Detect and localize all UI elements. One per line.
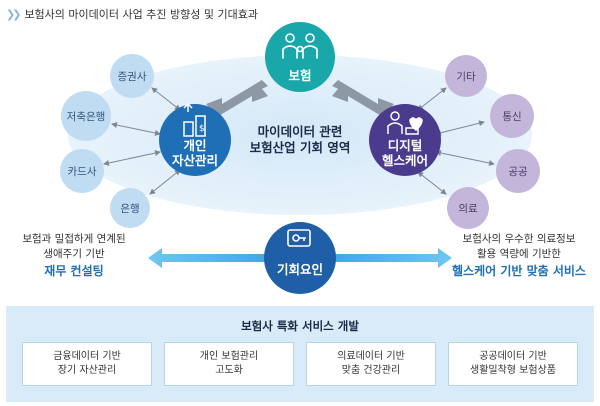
service-box-public: 공공데이터 기반 생활밀착형 보험상품 (448, 342, 578, 386)
node-securities-label: 증권사 (117, 71, 147, 83)
node-telecom (490, 94, 534, 138)
node-card-label: 카드사 (67, 166, 97, 178)
svg-text:$: $ (199, 124, 205, 134)
factor-circle (264, 222, 336, 294)
left-description-line2: 생애주기 기반 (43, 248, 105, 260)
insurance-circle (265, 22, 335, 92)
center-title-line1: 마이데이터 관련 (257, 124, 343, 139)
service-panel: 보험사 특화 서비스 개발 금융데이터 기반 장기 자산관리 개인 보험관리 고… (6, 306, 594, 402)
factor-label: 기회요인 (276, 262, 323, 277)
service-panel-title: 보험사 특화 서비스 개발 (241, 319, 359, 333)
money-stack-icon: $ (183, 102, 206, 137)
left-description-bold: 재무 컨설팅 (44, 264, 104, 278)
service-box-line2: 맞춤 건강관리 (341, 365, 401, 376)
node-bank (110, 188, 150, 228)
service-box-finance: 금융데이터 기반 장기 자산관리 (22, 342, 152, 386)
node-medical (447, 187, 489, 229)
node-telecom-label: 통신 (502, 111, 522, 123)
node-card (60, 149, 104, 193)
right-connectors (417, 87, 495, 195)
asset-label-line1: 개인 (183, 138, 207, 153)
family-icon (282, 33, 318, 59)
service-box-line2: 생활밀착형 보험상품 (470, 365, 556, 376)
health-label: 디지털 헬스케어 (370, 138, 440, 168)
right-description: 보험사의 우수한 의료정보 활용 역량에 기반한 헬스케어 기반 맞춤 서비스 (440, 232, 598, 279)
service-box-line1: 의료데이터 기반 (337, 351, 405, 362)
health-circle (369, 104, 441, 176)
node-etc-label: 기타 (456, 71, 476, 83)
left-description: 보험과 밀접하게 연계된 생애주기 기반 재무 컨설팅 (4, 232, 144, 279)
node-public (496, 149, 540, 193)
node-public-label: 공공 (508, 166, 528, 178)
node-securities (110, 54, 154, 98)
node-savings-bank-label: 저축은행 (66, 111, 106, 123)
right-description-bold: 헬스케어 기반 맞춤 서비스 (452, 264, 586, 278)
service-box-line1: 공공데이터 기반 (479, 351, 547, 362)
service-box-line1: 금융데이터 기반 (53, 351, 121, 362)
double-arrow-right (332, 80, 394, 120)
service-box-line1: 개인 보험관리 (199, 351, 259, 362)
right-description-line1: 보험사의 우수한 의료정보 (462, 233, 576, 245)
doctor-heart-icon (387, 111, 423, 135)
left-connectors (103, 87, 181, 195)
right-description-line2: 활용 역량에 기반한 (477, 248, 561, 260)
asset-label: 개인 자산관리 (160, 138, 230, 168)
background-ellipse (68, 55, 532, 215)
center-title: 마이데이터 관련 보험산업 기회 영역 (240, 124, 360, 156)
asset-label-line2: 자산관리 (171, 153, 218, 168)
service-box-insurance: 개인 보험관리 고도화 (164, 342, 294, 386)
asset-circle (159, 104, 231, 176)
service-box-line2: 고도화 (215, 365, 243, 376)
node-bank-label: 은행 (120, 203, 140, 215)
center-title-line2: 보험산업 기회 영역 (249, 140, 351, 155)
key-icon (287, 229, 311, 247)
insurance-label: 보험 (288, 68, 312, 83)
service-box-medical: 의료데이터 기반 맞춤 건강관리 (306, 342, 436, 386)
node-savings-bank (61, 91, 111, 141)
service-box-line2: 장기 자산관리 (57, 365, 117, 376)
left-description-line1: 보험과 밀접하게 연계된 (22, 233, 126, 245)
chevron-icon: ❯❯ (6, 7, 22, 21)
health-label-line1: 디지털 (387, 138, 423, 153)
node-etc (445, 55, 487, 97)
node-medical-label: 의료 (458, 203, 478, 215)
double-arrow-left (206, 80, 268, 120)
page-title: ❯❯ 보험사의 마이데이터 사업 추진 방향성 및 기대효과 (6, 6, 258, 22)
health-label-line2: 헬스케어 (381, 153, 428, 168)
page-title-text: 보험사의 마이데이터 사업 추진 방향성 및 기대효과 (24, 8, 258, 21)
